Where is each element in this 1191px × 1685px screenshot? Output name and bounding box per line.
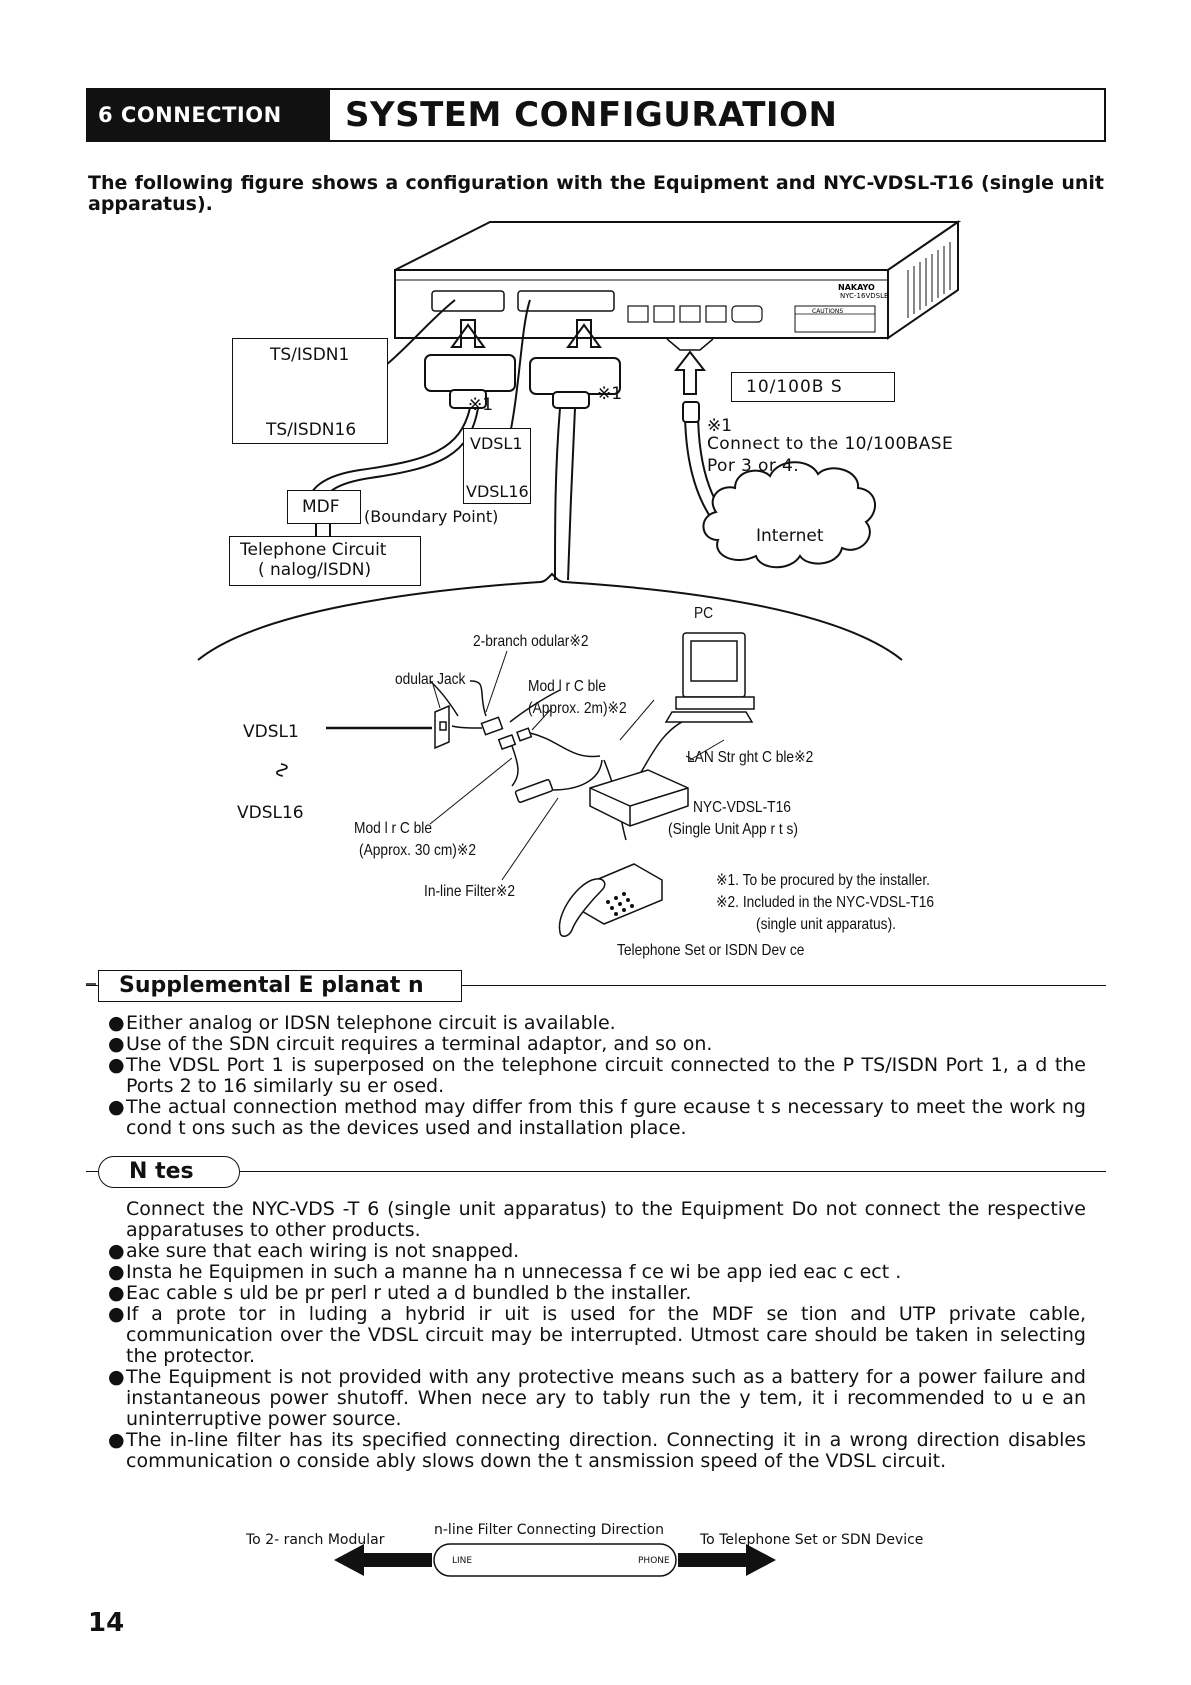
nyc-vdsl-t16-unit-icon	[589, 769, 689, 827]
divider	[86, 985, 98, 986]
bullet-icon: ●	[108, 1054, 125, 1076]
filter-direction-right: To Telephone Set or SDN Device	[700, 1532, 924, 1548]
bullet-icon: ●	[108, 1303, 125, 1325]
mdf-box	[287, 490, 361, 524]
filter-line-label: LINE	[452, 1556, 473, 1566]
ts-isdn16-label: TS/ISDN16	[266, 420, 357, 440]
vdsl1-label: VDSL1	[470, 434, 523, 453]
list-item: Connect the NYC-VDS -T 6 (single unit ap…	[126, 1198, 1086, 1241]
list-item: ●Eac cable s uld be pr perl r uted a d b…	[108, 1282, 692, 1304]
rj45-plug-icon	[682, 401, 700, 423]
ref1-label: ※1	[597, 384, 623, 404]
internet-label: Internet	[756, 526, 824, 546]
list-item: ●Use of the SDN circuit requires a termi…	[108, 1033, 713, 1055]
filter-direction-left: To 2- ranch Modular	[246, 1532, 385, 1548]
connect-note-line1: Connect to the 10/100BASE	[707, 434, 954, 454]
ref1-label: ※1	[468, 395, 494, 415]
modular-cable-2m-line1: Mod l r C ble	[528, 678, 607, 695]
divider	[240, 1171, 1106, 1172]
intro-text: The following figure shows a configurati…	[88, 172, 1104, 215]
section-tag: 6 CONNECTION	[86, 88, 330, 142]
left-range-mark: ∿	[269, 760, 295, 780]
left-vdsl16-label: VDSL16	[237, 803, 304, 823]
pc-icon	[664, 632, 755, 723]
list-item: ●Either analog or IDSN telephone circuit…	[108, 1012, 616, 1034]
supplemental-heading: Supplemental E planat n	[98, 970, 462, 1002]
nyc-unit-line2: (Single Unit App r t s)	[668, 821, 799, 838]
ref1-label: ※1	[707, 416, 733, 436]
pc-label: PC	[694, 605, 714, 622]
inline-filter-label: In-line Filter※2	[424, 883, 516, 900]
cable-connector-left	[424, 354, 516, 409]
footnote-3: (single unit apparatus).	[756, 916, 896, 933]
port-bracket	[666, 338, 714, 351]
list-item: ●The VDSL Port 1 is superposed on the te…	[108, 1054, 1086, 1097]
modular-jack-icon	[434, 704, 450, 750]
notes-list: Connect the NYC-VDS -T 6 (single unit ap…	[108, 1199, 1086, 1472]
bullet-icon: ●	[108, 1096, 125, 1118]
page-number: 14	[88, 1608, 125, 1638]
system-configuration-diagram: NYC-16VDSLB NAKAYO CAUTIONS	[86, 220, 962, 985]
bullet-icon: ●	[108, 1366, 125, 1388]
footnote-2: ※2. Included in the NYC-VDSL-T16	[716, 894, 935, 911]
branch-modular-label: 2-branch odular※2	[473, 633, 589, 650]
up-arrow-icon	[450, 319, 486, 348]
list-item: ●The actual connection method may differ…	[108, 1096, 1086, 1139]
up-arrow-icon	[673, 350, 707, 395]
boundary-label: (Boundary Point)	[364, 507, 499, 526]
telephone-circuit-line1: Telephone Circuit	[240, 540, 387, 560]
bullet-icon: ●	[108, 1240, 125, 1262]
list-item: ●If a prote tor in luding a hybrid ir ui…	[108, 1303, 1086, 1367]
ts-isdn-box	[232, 338, 388, 444]
list-item: ●Insta he Equipmen in such a manne ha n …	[108, 1261, 902, 1283]
modular-cable-30-line2: (Approx. 30 cm)※2	[359, 842, 477, 859]
filter-direction-title: n-line Filter Connecting Direction	[434, 1522, 664, 1538]
connect-note-line2: Por 3 or 4.	[707, 456, 800, 476]
list-item: ●The in-line filter has its specified co…	[108, 1429, 1086, 1472]
vdsl-box	[463, 428, 531, 504]
bullet-icon: ●	[108, 1429, 125, 1451]
internet-cloud-icon	[702, 461, 876, 569]
bullet-icon: ●	[108, 1261, 125, 1283]
divider	[86, 1171, 98, 1172]
page-title: SYSTEM CONFIGURATION	[345, 95, 838, 135]
lan-cable-label: LAN Str ght C ble※2	[687, 749, 814, 766]
bullet-icon: ●	[108, 1033, 125, 1055]
notes-heading: N tes	[98, 1156, 240, 1188]
left-vdsl1-label: VDSL1	[243, 722, 299, 742]
telephone-circuit-box	[229, 536, 421, 586]
detail-arc	[197, 572, 903, 661]
base-port-label: 10/100B S	[746, 377, 843, 397]
device-model-label: NYC-16VDSLB	[840, 292, 889, 300]
vdsl-equipment-device	[394, 220, 962, 340]
arrow-right-icon	[678, 1544, 776, 1576]
list-item: ● ake sure that each wiring is not snapp…	[108, 1240, 520, 1262]
modular-jack-label: odular Jack	[395, 671, 466, 688]
mdf-label: MDF	[302, 497, 340, 517]
list-item: ●The Equipment is not provided with any …	[108, 1366, 1086, 1430]
inline-filter-shape	[433, 1543, 677, 1577]
up-arrow-icon	[566, 319, 602, 348]
filter-phone-label: PHONE	[638, 1556, 670, 1566]
bullet-icon: ●	[108, 1282, 125, 1304]
nyc-unit-line1: NYC-VDSL-T16	[693, 799, 791, 816]
device-brand-label: NAKAYO	[838, 283, 875, 292]
telephone-circuit-line2: ( nalog/ISDN)	[258, 560, 372, 580]
divider	[462, 985, 1106, 986]
filter-direction-graphic	[334, 1543, 776, 1577]
bullet-icon: ●	[108, 1012, 125, 1034]
device-cautions-label: CAUTIONS	[812, 308, 843, 315]
footnote-1: ※1. To be procured by the installer.	[716, 872, 930, 889]
vdsl16-label: VDSL16	[466, 482, 529, 501]
cable-connector-right	[529, 357, 621, 409]
ts-isdn1-label: TS/ISDN1	[270, 345, 350, 365]
supplemental-list: ●Either analog or IDSN telephone circuit…	[108, 1013, 1086, 1139]
modular-cable-2m-line2: (Approx. 2m)※2	[528, 700, 627, 717]
telephone-icon	[558, 863, 663, 937]
arrow-left-icon	[334, 1544, 432, 1576]
base-port-box	[731, 372, 895, 402]
modular-cable-30-line1: Mod l r C ble	[354, 820, 433, 837]
telephone-set-label: Telephone Set or ISDN Dev ce	[617, 942, 805, 959]
